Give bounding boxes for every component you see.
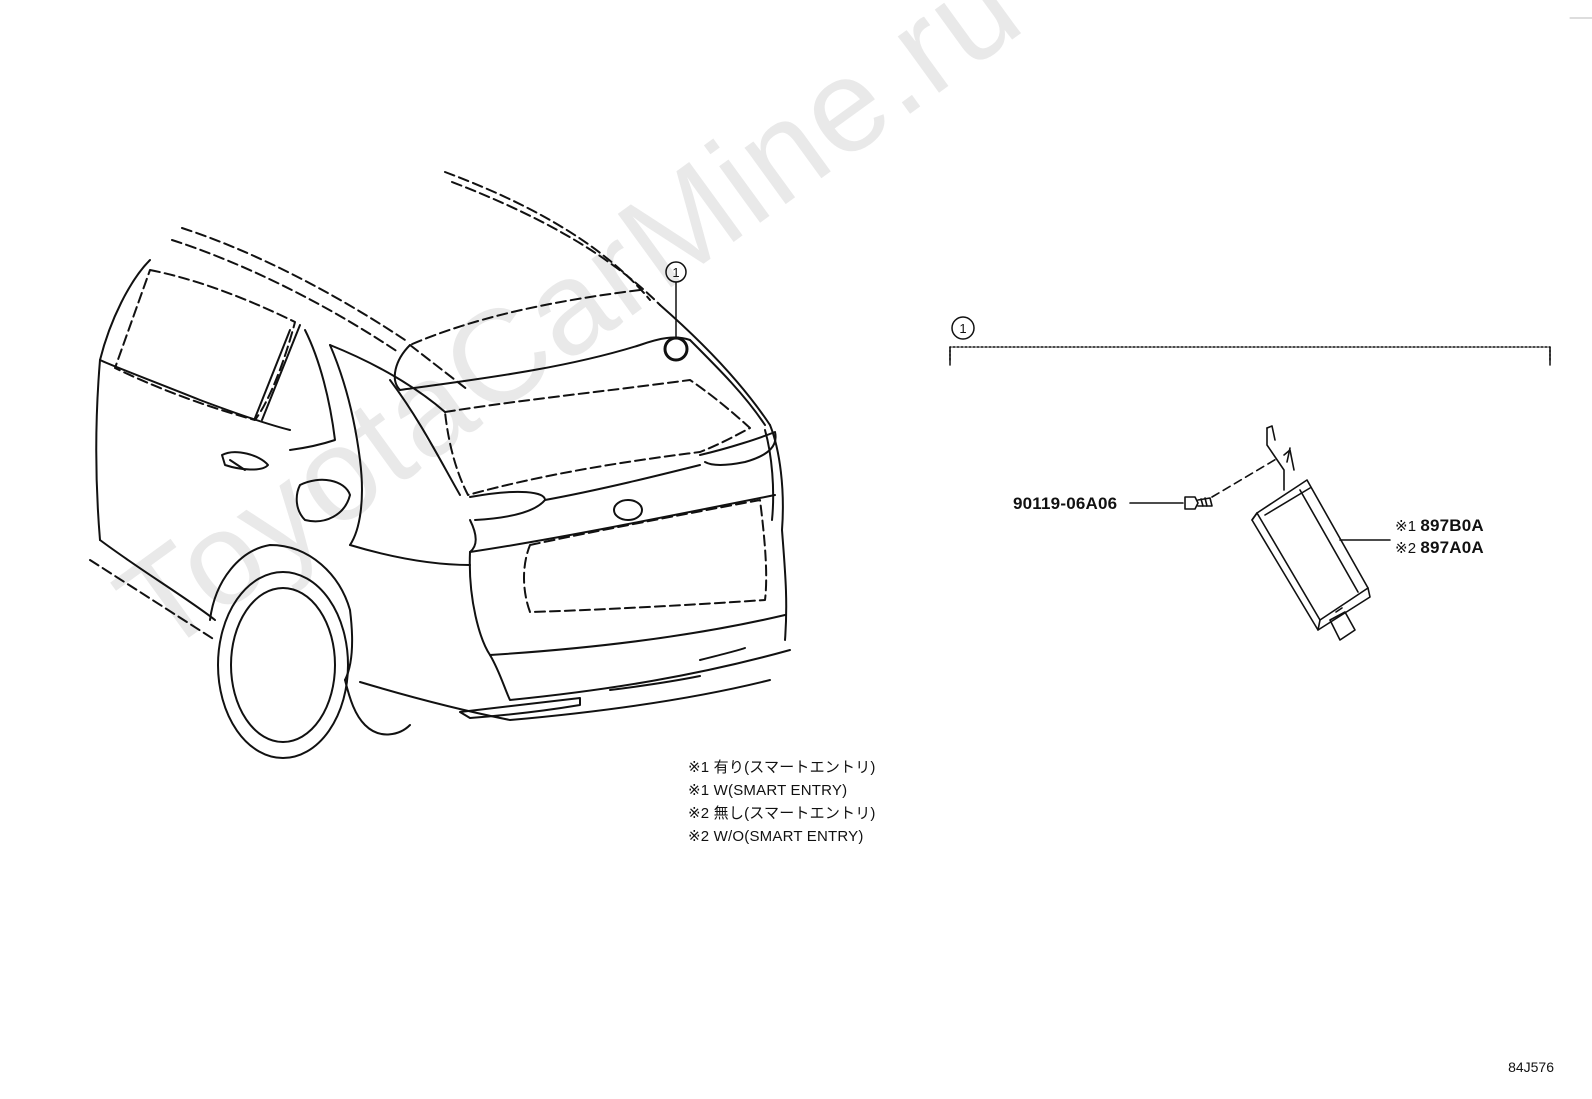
note-line: ※2 無し(スマートエントリ) [688,805,876,822]
note-line: ※2 W/O(SMART ENTRY) [688,828,864,845]
diagram-reference: 84J576 [1508,1059,1554,1075]
bolt-icon [1129,457,1279,510]
part-number-bolt[interactable]: 90119-06A06 [1013,494,1118,513]
note-line: ※1 W(SMART ENTRY) [688,782,848,799]
callout-vehicle-1 [663,261,689,362]
part-number-module-2[interactable]: 897A0A [1420,538,1484,557]
part-number-module-1[interactable]: 897B0A [1420,516,1484,535]
callout-assembly-label: 1 [959,321,966,336]
marker-2: ※2 [1395,540,1417,557]
control-module-icon [1251,425,1391,641]
vehicle-outline [89,171,791,759]
note-line: ※1 有り(スマートエントリ) [688,759,876,776]
assembly-bracket [949,316,1551,366]
callout-vehicle-label: 1 [672,265,679,280]
notes-block: ※1 有り(スマートエントリ) ※1 W(SMART ENTRY) ※2 無し(… [688,756,876,848]
marker-1: ※1 [1395,518,1417,535]
